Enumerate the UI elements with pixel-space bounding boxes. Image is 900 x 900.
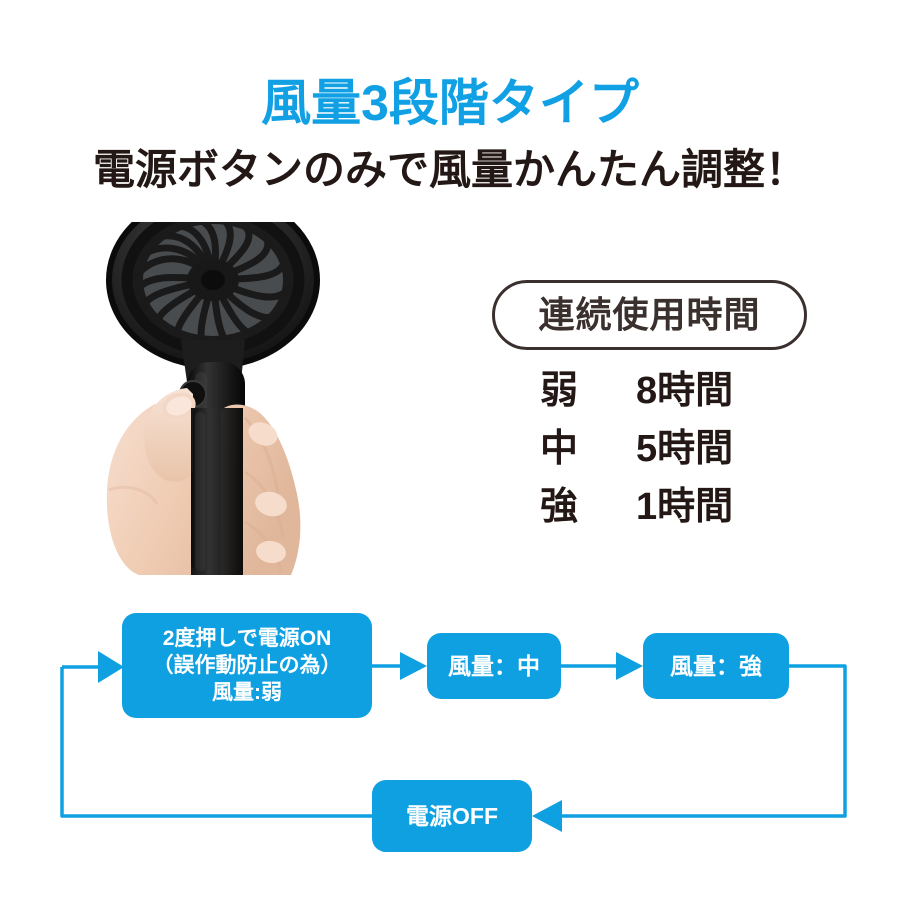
operation-flow-diagram: 2度押しで電源ON （誤作動防止の為） 風量:弱 風量：中 風量：強 電源OFF	[0, 595, 900, 885]
duration-level-high: 強	[540, 486, 579, 528]
flow-box-power-on-line1: 2度押しで電源ON	[162, 627, 332, 650]
duration-row-high: 強 1時間	[492, 484, 812, 542]
flow-box-power-on[interactable]: 2度押しで電源ON （誤作動防止の為） 風量:弱	[122, 613, 372, 718]
flow-box-power-on-line2: （誤作動防止の為）	[152, 654, 342, 677]
duration-value-high: 1時間	[636, 486, 734, 528]
page-subtitle: 電源ボタンのみで風量かんたん調整！	[92, 146, 807, 193]
duration-list: 弱 8時間 中 5時間 強 1時間	[492, 368, 812, 542]
flow-connectors	[60, 651, 847, 832]
duration-row-low: 弱 8時間	[492, 368, 812, 426]
continuous-use-time-pill: 連続使用時間	[492, 280, 807, 350]
flow-box-airflow-high-label: 風量：強	[670, 653, 762, 679]
handheld-fan-photo-illustration	[106, 222, 320, 575]
hand	[106, 388, 301, 575]
product-photo	[95, 222, 365, 575]
flow-arrowheads	[98, 651, 643, 832]
page-title: 風量3段階タイプ	[261, 75, 639, 131]
continuous-use-time-label: 連続使用時間	[538, 294, 761, 335]
duration-level-low: 弱	[540, 370, 579, 412]
duration-level-mid: 中	[540, 428, 579, 470]
fan-head	[106, 222, 320, 382]
flow-box-power-on-line3: 風量:弱	[212, 681, 282, 704]
flow-box-airflow-mid[interactable]: 風量：中	[427, 633, 561, 699]
flow-box-airflow-mid-label: 風量：中	[448, 653, 540, 679]
flow-box-airflow-high[interactable]: 風量：強	[643, 633, 789, 699]
duration-row-mid: 中 5時間	[492, 426, 812, 484]
duration-value-mid: 5時間	[636, 428, 734, 470]
flow-box-power-off-label: 電源OFF	[406, 803, 498, 829]
duration-value-low: 8時間	[636, 370, 734, 412]
flow-box-power-off[interactable]: 電源OFF	[372, 780, 532, 852]
